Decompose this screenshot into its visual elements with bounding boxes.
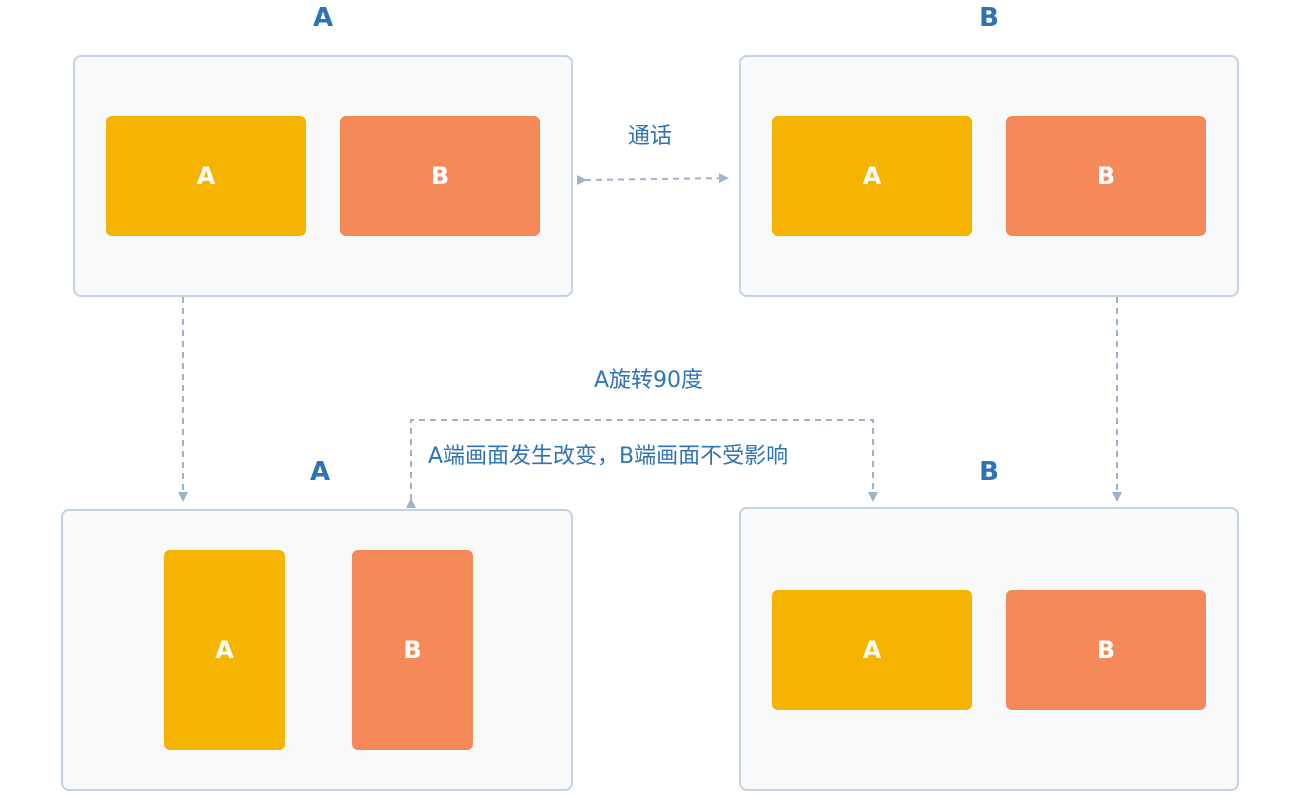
top-left-tile-b: B (340, 116, 540, 236)
effect-label: A端画面发生改变，B端画面不受影响 (428, 444, 789, 469)
bottom-left-device-title: A (309, 457, 331, 487)
top-right-tile-b: B (1006, 116, 1206, 236)
rotate-connector (406, 419, 878, 508)
top-right-panel: A B (739, 55, 1239, 297)
call-label: 通话 (628, 124, 673, 149)
top-right-tile-a: A (772, 116, 972, 236)
bottom-left-panel: A B (61, 509, 573, 791)
top-left-device-title: A (312, 3, 334, 33)
top-left-tile-a: A (106, 116, 306, 236)
bottom-right-tile-b: B (1006, 590, 1206, 710)
bottom-right-panel: A B (739, 507, 1239, 791)
call-connector (576, 173, 729, 186)
top-right-device-title: B (979, 3, 999, 33)
bottom-left-tile-b: B (352, 550, 473, 750)
bottom-left-tile-a: A (164, 550, 285, 750)
bottom-right-device-title: B (979, 457, 999, 487)
rotate-label: A旋转90度 (594, 368, 704, 393)
bottom-right-tile-a: A (772, 590, 972, 710)
top-left-panel: A B (73, 55, 573, 297)
